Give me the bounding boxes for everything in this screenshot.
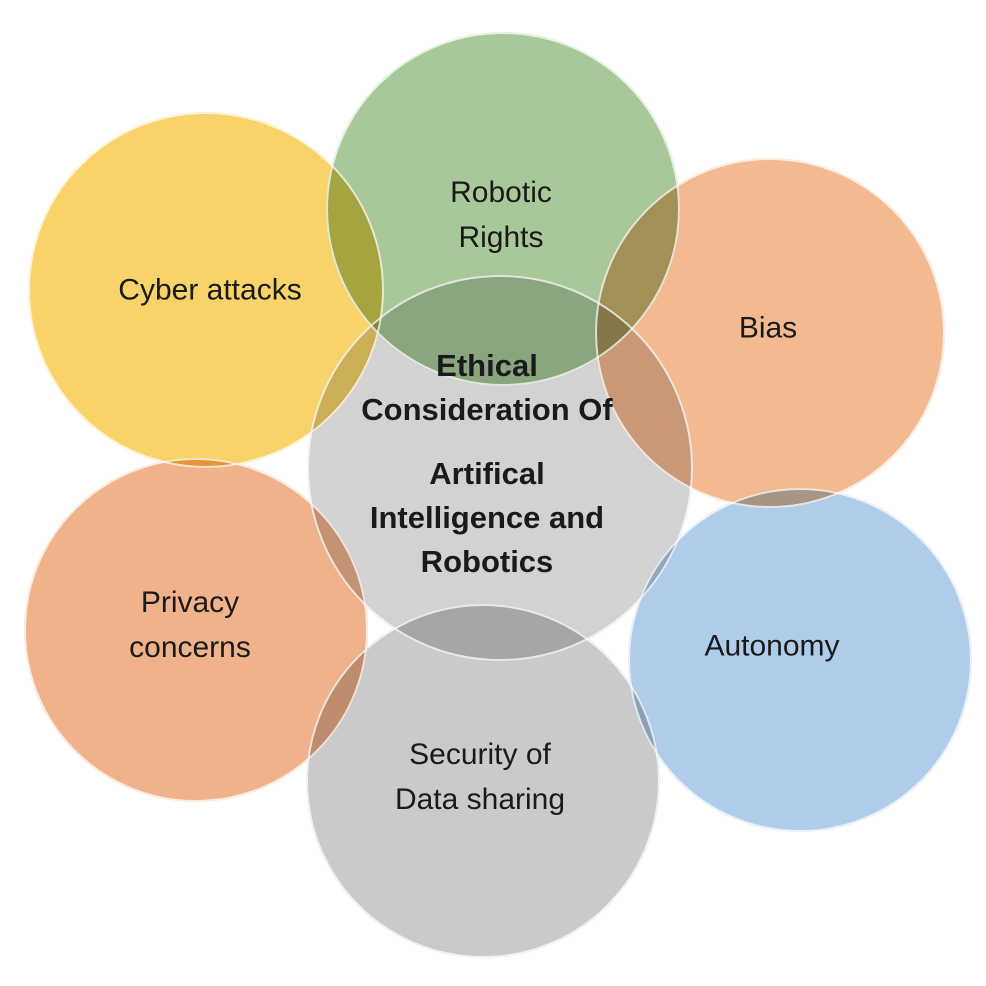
label-line: concerns bbox=[129, 631, 251, 664]
label-line: Robotics bbox=[420, 544, 554, 579]
label-line: Consideration Of bbox=[361, 392, 613, 427]
center-title-part1: Ethical Consideration Of bbox=[361, 344, 612, 432]
label-line: Rights bbox=[458, 221, 544, 254]
label-line: Ethical bbox=[436, 348, 538, 383]
label-line: Intelligence and bbox=[369, 500, 605, 535]
label-privacy-concerns: Privacy concerns bbox=[129, 580, 251, 670]
label-line: Security of bbox=[409, 738, 551, 771]
label-line: Autonomy bbox=[704, 629, 840, 663]
center-title: Ethical Consideration Of Artifical Intel… bbox=[361, 344, 612, 584]
label-line: Robotic bbox=[450, 176, 552, 209]
circle-security-data-sharing bbox=[306, 604, 660, 958]
label-line: Cyber attacks bbox=[118, 273, 302, 307]
label-line: Artifical bbox=[429, 456, 545, 491]
label-line: Bias bbox=[738, 311, 798, 345]
label-robotic-rights: Robotic Rights bbox=[450, 170, 552, 260]
label-security-data-sharing: Security of Data sharing bbox=[395, 732, 565, 822]
label-line: Privacy bbox=[140, 586, 240, 619]
label-line: Data sharing bbox=[394, 783, 566, 816]
label-autonomy: Autonomy bbox=[704, 624, 839, 669]
label-cyber-attacks: Cyber attacks bbox=[118, 268, 301, 313]
label-bias: Bias bbox=[739, 306, 797, 351]
center-title-part2: Artifical Intelligence and Robotics bbox=[361, 452, 612, 584]
